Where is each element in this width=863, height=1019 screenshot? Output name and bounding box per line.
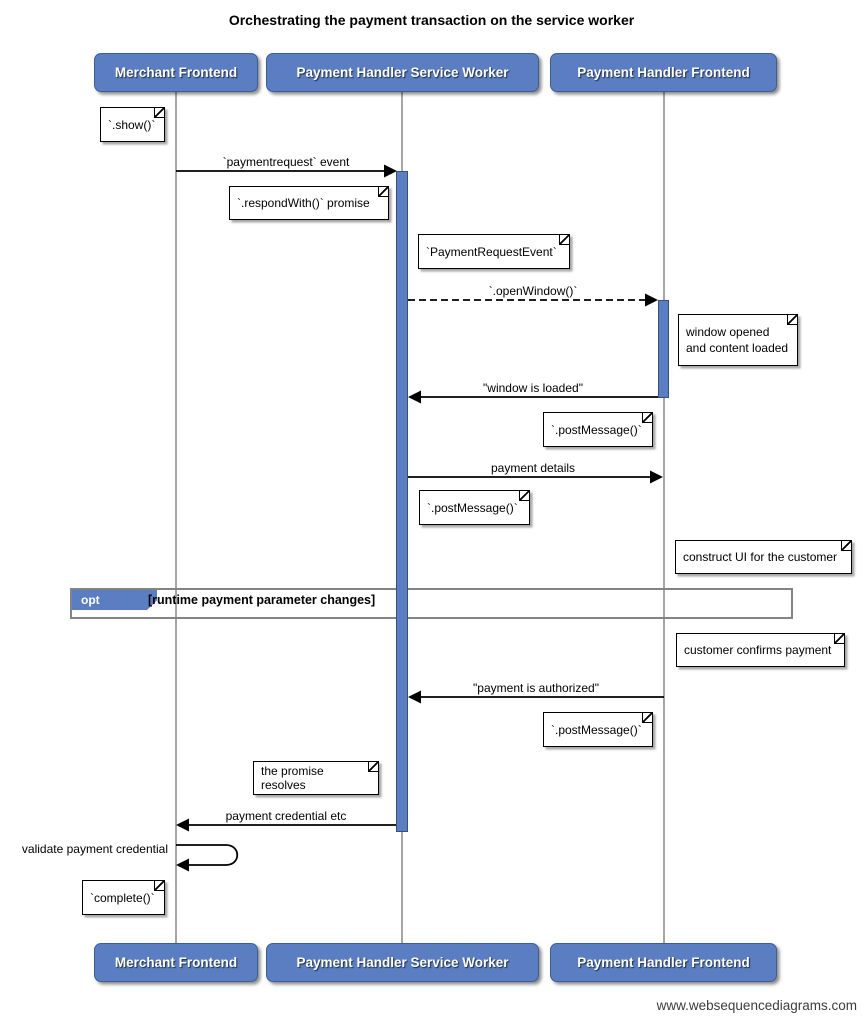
actor-bottom-merchant-frontend: Merchant Frontend (94, 943, 258, 982)
actor-top-payment-handler-service-worker: Payment Handler Service Worker (266, 53, 539, 92)
note-fold-icon (378, 187, 388, 197)
arrowhead-paymentrequest-event (384, 164, 397, 178)
note-customer-confirms-text: customer confirms payment (684, 643, 832, 657)
note-fold-icon (642, 413, 652, 423)
arrowhead-window-is-loaded (408, 390, 421, 404)
activation-frontend (658, 300, 669, 398)
note-window-opened: window opened and content loaded (678, 314, 798, 366)
arrowhead-payment-details (650, 470, 663, 484)
note-fold-icon (834, 634, 844, 644)
note-window-opened-text: window opened and content loaded (686, 324, 789, 355)
note-complete: `complete()` (82, 880, 165, 915)
note-fold-icon (154, 881, 164, 891)
note-fold-icon (519, 491, 529, 501)
note-post-message-to-frontend: `.postMessage()` (543, 412, 653, 447)
message-label-payment-credential-etc: payment credential etc (225, 809, 347, 823)
opt-frame: opt [runtime payment parameter changes] (70, 588, 793, 619)
arrowhead-validate-payment-credential (176, 858, 189, 872)
note-fold-icon (787, 315, 797, 325)
diagram-title: Orchestrating the payment transaction on… (228, 12, 635, 28)
note-fold-icon (559, 235, 569, 245)
note-construct-ui-text: construct UI for the customer (683, 550, 838, 564)
note-customer-confirms: customer confirms payment (676, 633, 845, 667)
note-post-message-authorized: `.postMessage()` (543, 712, 653, 747)
actor-bottom-payment-handler-frontend: Payment Handler Frontend (550, 943, 777, 982)
note-post-message-to-frontend-text: `.postMessage()` (551, 422, 642, 437)
message-line-validate-payment-credential (176, 844, 239, 866)
note-payment-request-event: `PaymentRequestEvent` (418, 234, 570, 269)
note-fold-icon (154, 108, 164, 118)
actor-top-payment-handler-frontend: Payment Handler Frontend (550, 53, 777, 92)
arrowhead-payment-credential-etc (176, 818, 189, 832)
note-promise-resolves-text: the promise resolves (261, 764, 324, 792)
opt-frame-operator: opt (72, 590, 157, 610)
actor-bottom-payment-handler-service-worker: Payment Handler Service Worker (266, 943, 539, 982)
note-payment-request-event-text: `PaymentRequestEvent` (426, 244, 557, 259)
note-post-message-authorized-text: `.postMessage()` (551, 722, 642, 737)
message-label-open-window: `.openWindow()` (488, 284, 578, 298)
message-label-validate-payment-credential: validate payment credential (21, 842, 168, 856)
note-respond-with-text: `.respondWith()` promise (237, 196, 370, 210)
note-fold-icon (841, 541, 851, 551)
arrowhead-open-window (645, 293, 658, 307)
message-label-payment-is-authorized: "payment is authorized" (473, 681, 599, 695)
message-label-window-is-loaded: "window is loaded" (483, 381, 583, 395)
note-show-text: `.show()` (108, 117, 156, 132)
note-fold-icon (368, 762, 378, 772)
note-construct-ui: construct UI for the customer (675, 540, 852, 574)
arrowhead-payment-is-authorized (408, 690, 421, 704)
note-promise-resolves: the promise resolves (253, 761, 379, 795)
watermark: www.websequencediagrams.com (656, 998, 857, 1013)
note-fold-icon (642, 713, 652, 723)
actor-top-merchant-frontend: Merchant Frontend (94, 53, 258, 92)
message-label-payment-details: payment details (490, 461, 576, 475)
note-respond-with: `.respondWith()` promise (229, 186, 389, 220)
note-post-message-from-worker-text: `.postMessage()` (427, 500, 518, 515)
activation-service-worker (396, 171, 408, 832)
opt-frame-guard: [runtime payment parameter changes] (148, 593, 376, 607)
note-show: `.show()` (100, 107, 165, 142)
note-complete-text: `complete()` (90, 890, 155, 905)
message-label-paymentrequest-event: `paymentrequest` event (222, 155, 350, 169)
note-post-message-from-worker: `.postMessage()` (419, 490, 530, 525)
